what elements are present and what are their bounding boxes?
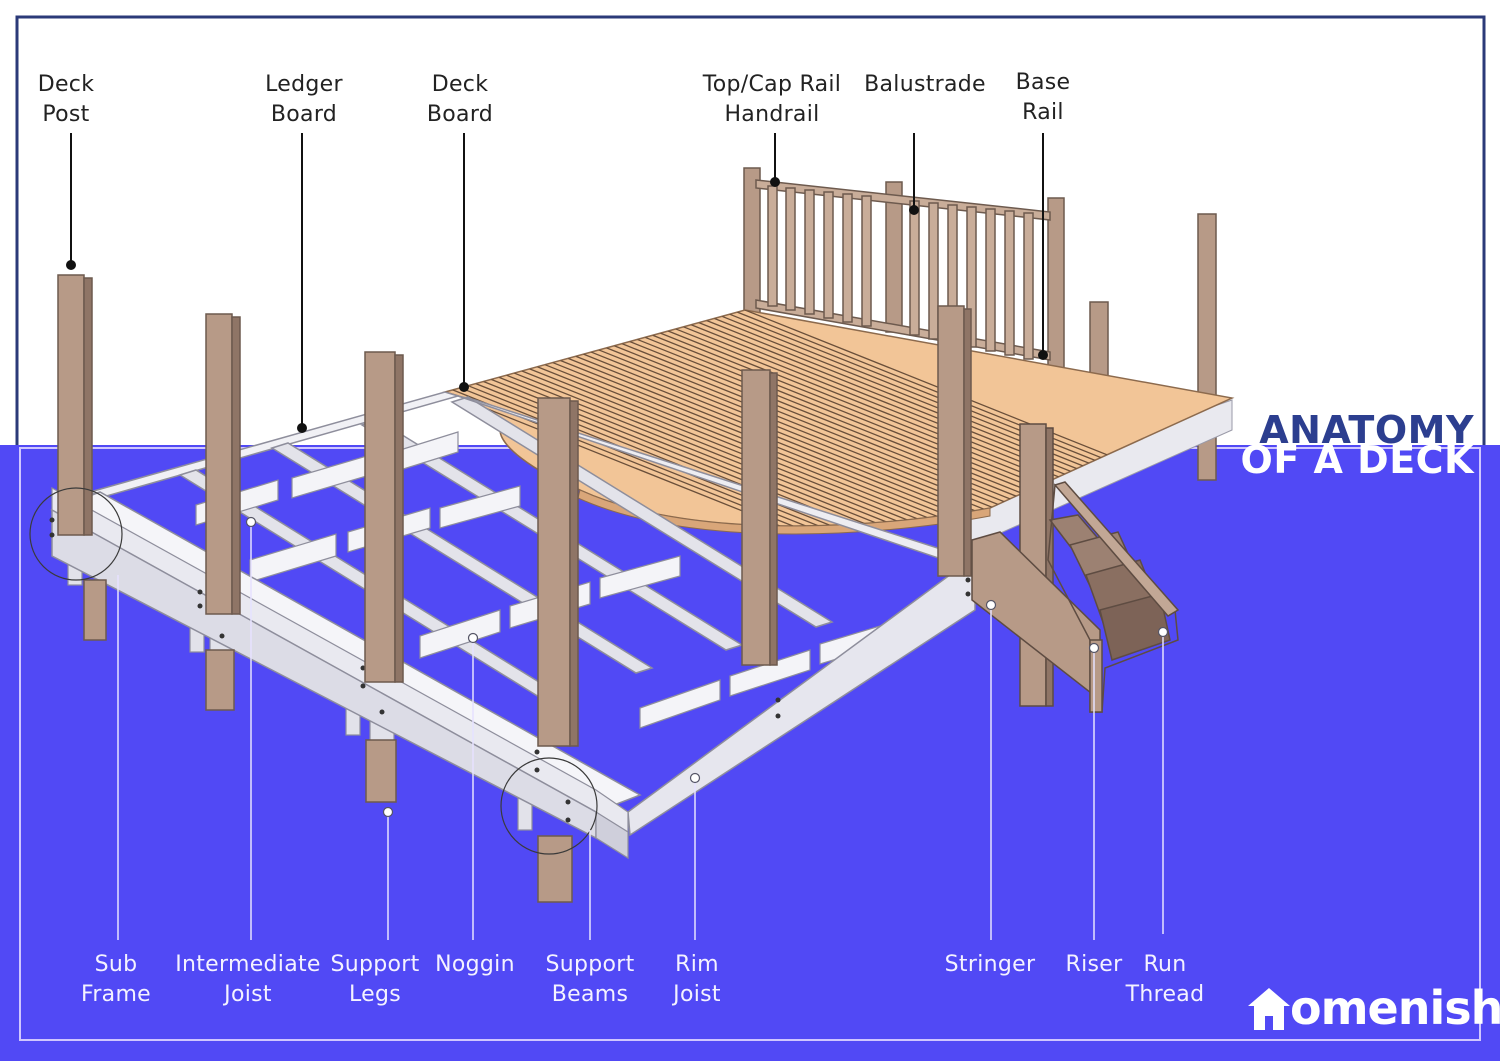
- brand-name: omenish: [1290, 980, 1500, 1036]
- label-deck-board: Deck Board: [375, 70, 545, 130]
- label-deck-post: Deck Post: [0, 70, 151, 130]
- label-ledger-board: Ledger Board: [219, 70, 389, 130]
- brand-logo: omenish: [1246, 980, 1476, 1036]
- house-icon: [1246, 986, 1292, 1032]
- title-line-2: OF A DECK: [1241, 442, 1474, 478]
- label-rim-joist: Rim Joist: [612, 950, 782, 1010]
- label-run-thread: Run Thread: [1080, 950, 1250, 1010]
- label-base-rail: Base Rail: [958, 68, 1128, 128]
